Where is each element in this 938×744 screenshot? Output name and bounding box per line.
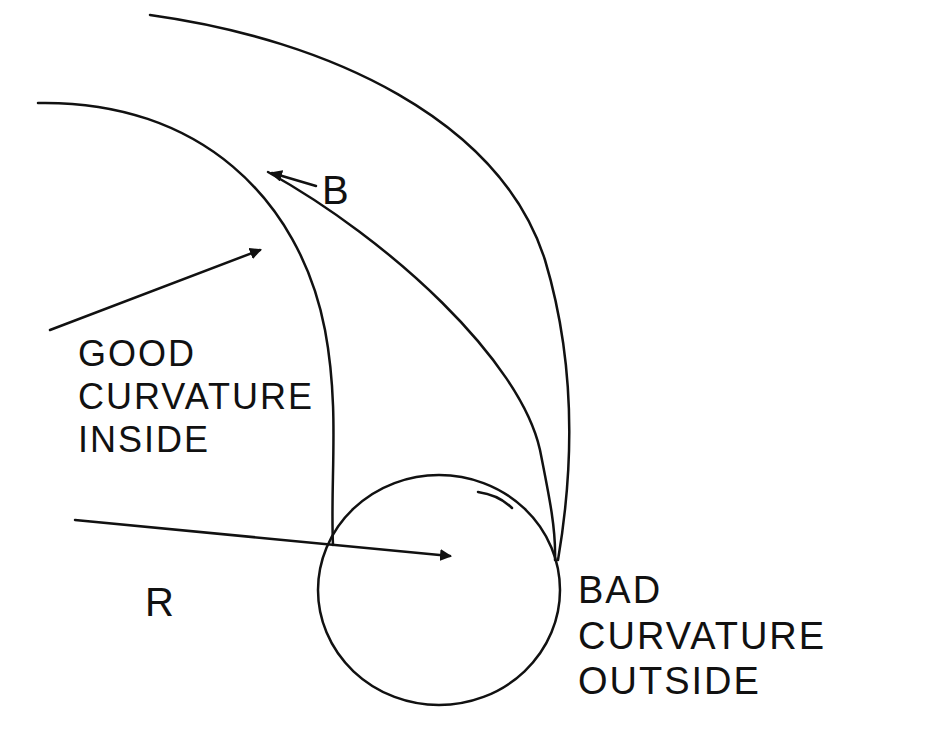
good-curvature-note: GOOD CURVATURE INSIDE [78, 332, 318, 462]
plasma-cross-section [318, 475, 560, 705]
good-curvature-leader [50, 250, 260, 330]
field-label: B [322, 166, 382, 214]
radius-label: R [145, 578, 205, 626]
inner-field-line [38, 103, 334, 545]
outer-field-line [150, 15, 569, 560]
bad-curvature-note: BAD CURVATURE OUTSIDE [578, 568, 858, 705]
rotation-tick [478, 492, 512, 508]
radius-leader [75, 520, 450, 556]
field-arrow [272, 173, 316, 186]
middle-field-line [268, 172, 555, 560]
